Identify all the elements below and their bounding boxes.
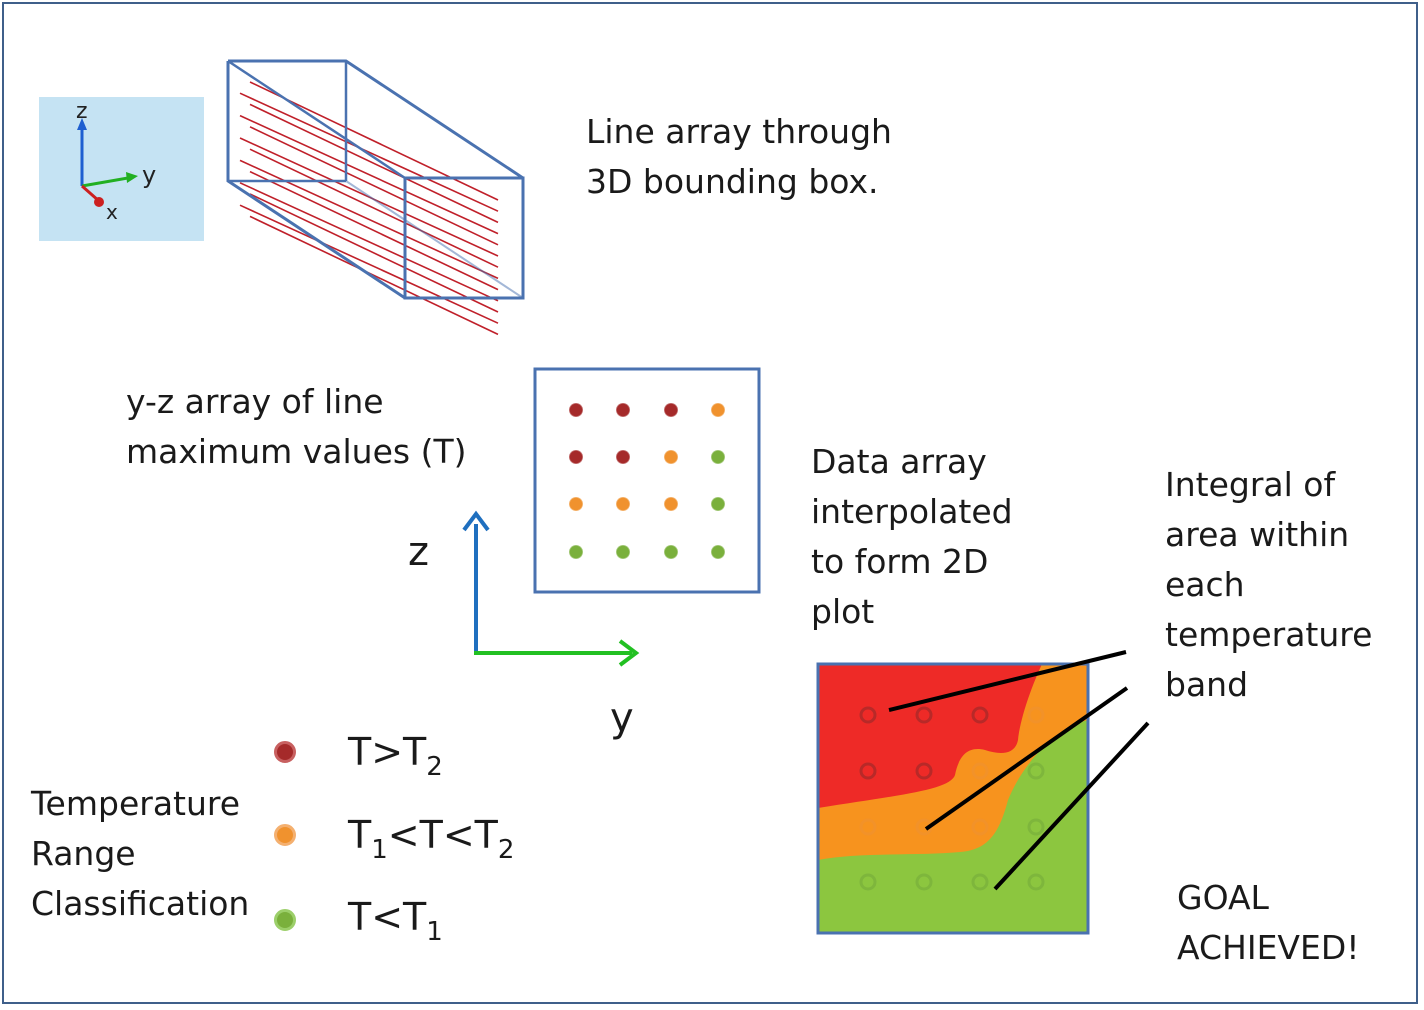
legend-mid-base: T bbox=[348, 813, 372, 857]
plot-dot-mid bbox=[971, 762, 989, 780]
grid-dot-mid bbox=[663, 496, 679, 512]
data-array-caption: Data array interpolated to form 2D plot bbox=[811, 442, 1013, 631]
legend-dot-mid bbox=[274, 824, 296, 846]
array-line bbox=[249, 193, 499, 313]
legend-hot-sub: 2 bbox=[426, 752, 443, 782]
legend-mid-middle: <T<T bbox=[387, 813, 498, 857]
legend-title: Temperature Range Classification bbox=[31, 784, 250, 923]
axes-icon: z y x bbox=[39, 97, 204, 241]
plot-dot-mid bbox=[971, 818, 989, 836]
legend-dot-hot bbox=[274, 741, 296, 763]
array-line bbox=[239, 204, 499, 324]
main-z-label: z bbox=[408, 529, 429, 575]
legend-cool-base: T<T bbox=[348, 895, 427, 939]
grid-dot-hot bbox=[615, 449, 631, 465]
array-line bbox=[239, 92, 499, 212]
array-line bbox=[249, 126, 499, 246]
plot-dot-cool bbox=[1027, 762, 1045, 780]
plot-dot-hot bbox=[859, 762, 877, 780]
grid-dot-cool bbox=[615, 544, 631, 560]
array-line bbox=[239, 182, 499, 302]
legend-dot-cool bbox=[274, 909, 296, 931]
icon-x-label: x bbox=[106, 200, 118, 224]
array-line bbox=[239, 114, 499, 235]
grid-dot-cool bbox=[710, 449, 726, 465]
plot-dot-hot bbox=[915, 762, 933, 780]
integral-caption: Integral of area within each temperature… bbox=[1165, 465, 1373, 704]
array-line bbox=[249, 170, 499, 291]
legend-hot-base: T>T bbox=[348, 730, 427, 774]
bbox-front-face bbox=[403, 176, 525, 300]
interpolated-plot bbox=[816, 662, 1090, 935]
legend-cool-sub: 1 bbox=[426, 917, 443, 947]
plot-dot-cool bbox=[1027, 818, 1045, 836]
icon-z-label: z bbox=[76, 99, 88, 124]
dot-array bbox=[568, 402, 726, 560]
axes-icon-background bbox=[39, 97, 204, 241]
plot-dot-hot bbox=[915, 706, 933, 724]
grid-dot-mid bbox=[663, 449, 679, 465]
grid-dot-mid bbox=[615, 496, 631, 512]
main-y-arrowhead bbox=[618, 639, 640, 667]
plot-dot-hot bbox=[971, 706, 989, 724]
grid-dot-mid bbox=[568, 496, 584, 512]
grid-dot-hot bbox=[663, 402, 679, 418]
plot-dot-mid bbox=[859, 818, 877, 836]
icon-y-label: y bbox=[142, 161, 156, 189]
yz-array-caption: y-z array of line maximum values (T) bbox=[126, 382, 467, 471]
icon-x-marker bbox=[94, 197, 104, 207]
grid-dot-cool bbox=[710, 544, 726, 560]
icon-y-arrowhead bbox=[126, 172, 138, 183]
legend-mid-sub2: 2 bbox=[497, 835, 515, 865]
grid-dot-cool bbox=[568, 544, 584, 560]
pointer-green-band bbox=[993, 721, 1150, 891]
legend-label-cool: T<T1 bbox=[348, 897, 443, 952]
plot-dot-cool bbox=[915, 873, 933, 891]
grid-dot-hot bbox=[615, 402, 631, 418]
array-line bbox=[249, 148, 499, 268]
legend-mid-sub1: 1 bbox=[371, 835, 388, 865]
grid-dot-mid bbox=[710, 402, 726, 418]
bounding-box-3d bbox=[226, 59, 525, 336]
goal-caption: GOAL ACHIEVED! bbox=[1177, 878, 1360, 967]
array-line bbox=[249, 215, 499, 336]
array-line bbox=[249, 103, 499, 224]
main-z-arrowhead bbox=[462, 510, 490, 532]
icon-y-axis bbox=[81, 176, 129, 188]
plot-dot-mid bbox=[1027, 706, 1045, 724]
legend-label-hot: T>T2 bbox=[348, 732, 443, 787]
plot-dot-hot bbox=[859, 706, 877, 724]
grid-dot-cool bbox=[663, 544, 679, 560]
dot-array-box bbox=[533, 367, 761, 594]
bbox-hidden-diagonal bbox=[345, 180, 524, 299]
line-array-caption: Line array through 3D bounding box. bbox=[586, 112, 892, 201]
plot-dot-cool bbox=[1027, 873, 1045, 891]
grid-dot-hot bbox=[568, 449, 584, 465]
main-y-label: y bbox=[610, 695, 634, 741]
plot-border bbox=[816, 662, 1090, 935]
icon-z-arrowhead bbox=[77, 118, 87, 130]
legend-label-mid: T1<T<T2 bbox=[348, 815, 514, 870]
plot-dot-cool bbox=[859, 873, 877, 891]
grid-dot-cool bbox=[710, 496, 726, 512]
main-axes bbox=[462, 510, 640, 667]
pointer-lines bbox=[888, 650, 1150, 891]
grid-dot-hot bbox=[568, 402, 584, 418]
plot-dot-cool bbox=[971, 873, 989, 891]
bbox-top-edge bbox=[227, 59, 406, 180]
pointer-orange-band bbox=[924, 686, 1129, 831]
pointer-red-band bbox=[888, 650, 1127, 712]
